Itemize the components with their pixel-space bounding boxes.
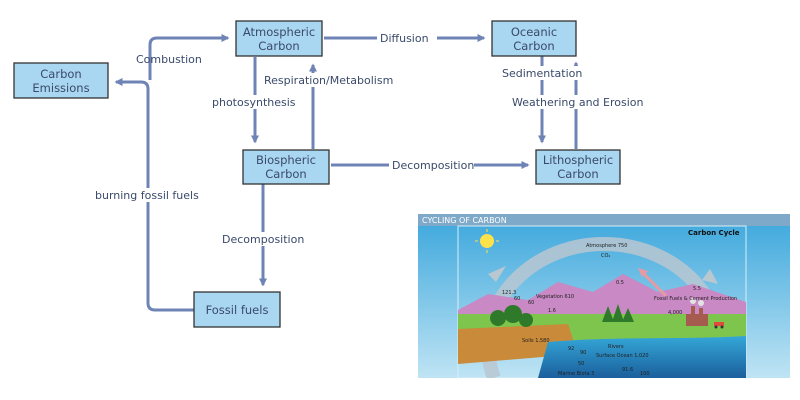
photo-ocean [538,336,746,378]
photo-banner-bar [418,214,790,226]
photo-mountains [458,274,746,324]
node-fossil-fuels: Fossil fuels [193,291,281,328]
label-bg-respiration [262,73,398,87]
emission-arrow [640,270,668,298]
photo-num-121: 121.3 [502,290,516,296]
sun-rays-icon [475,229,499,253]
photo-num-90: 90 [580,350,586,356]
node-fossil-line1: Fossil fuels [206,303,269,317]
photo-num-5-5: 5.5 [693,286,701,292]
node-atmospheric-carbon: Atmospheric Carbon [235,20,323,57]
photo-surface-ocean: Surface Ocean 1,020 [596,353,649,359]
label-photosynthesis: photosynthesis [212,96,296,109]
label-bg-sedimentation [500,66,584,80]
cycle-ring-arrow-left [488,266,506,282]
label-bg-burning [93,188,205,202]
photo-fossil: Fossil Fuels & Cement Production [654,296,737,302]
photo-num-0-5: 0.5 [616,280,624,286]
photo-co2: CO₂ [601,253,610,259]
node-biospheric-line1: Biospheric [256,153,316,167]
carbon-cycle-image: CYCLING OF CARBON Carbon Cycle Atmospher… [418,214,790,378]
photo-num-60b: 60 [528,300,534,306]
label-respiration: Respiration/Metabolism [264,74,393,87]
photo-marine-biota: Marine Biota 3 [558,371,594,377]
node-biospheric-line2: Carbon [265,167,306,181]
sun-icon [480,234,494,248]
photo-title: Carbon Cycle [688,229,740,237]
photo-num-1-6: 1.6 [548,308,556,314]
photo-num-92: 92 [568,346,574,352]
node-oceanic-line2: Carbon [513,39,554,53]
label-bg-decomposition-bio-fossil [220,232,305,246]
label-diffusion: Diffusion [380,32,429,45]
node-carbon-emissions: Carbon Emissions [13,62,109,99]
node-atmospheric-line2: Carbon [258,39,299,53]
emission-arrow-head [638,268,648,277]
label-burning-fossil-fuels: burning fossil fuels [95,189,199,202]
label-weathering: Weathering and Erosion [512,96,643,109]
photo-rivers: Rivers [608,344,624,350]
label-combustion: Combustion [136,53,202,66]
node-lithospheric-line2: Carbon [557,167,598,181]
node-biospheric-carbon: Biospheric Carbon [242,149,330,185]
node-atmospheric-line1: Atmospheric [243,25,315,39]
label-bg-diffusion [377,31,437,45]
photo-num-100: 100 [640,371,650,377]
factory-icon [686,298,708,326]
photo-num-91-6: 91.6 [622,367,633,373]
photo-atmosphere: Atmosphere 750 [586,243,627,249]
label-decomposition-bio-litho: Decomposition [392,159,474,172]
carbon-cycle-illustration: CYCLING OF CARBON Carbon Cycle Atmospher… [418,214,790,378]
label-sedimentation: Sedimentation [502,67,582,80]
node-lithospheric-line1: Lithospheric [543,153,613,167]
node-oceanic-carbon: Oceanic Carbon [491,20,577,57]
node-emissions-line1: Carbon [40,67,81,81]
label-bg-weathering [510,95,645,109]
cycle-ring-arrow-right [702,269,718,284]
photo-soils: Soils 1,580 [522,338,550,344]
label-bg-decomposition-bio-litho [389,158,474,172]
photo-vegetation: Vegetation 610 [536,294,574,300]
photo-trees [490,304,634,327]
photo-num-50: 50 [578,361,584,367]
label-bg-photosynthesis [209,95,299,109]
node-emissions-line2: Emissions [32,81,89,95]
photo-banner: CYCLING OF CARBON [422,216,507,225]
label-decomposition-bio-fossil: Decomposition [222,233,304,246]
node-lithospheric-carbon: Lithospheric Carbon [535,149,621,185]
photo-fossil-value: 4,000 [668,310,682,316]
car-icon [714,322,724,329]
photo-num-60a: 60 [514,296,520,302]
edge-labels: Combustion Diffusion photosynthesis Resp… [93,31,645,246]
edge-combustion [148,34,230,80]
node-oceanic-line1: Oceanic [511,25,557,39]
